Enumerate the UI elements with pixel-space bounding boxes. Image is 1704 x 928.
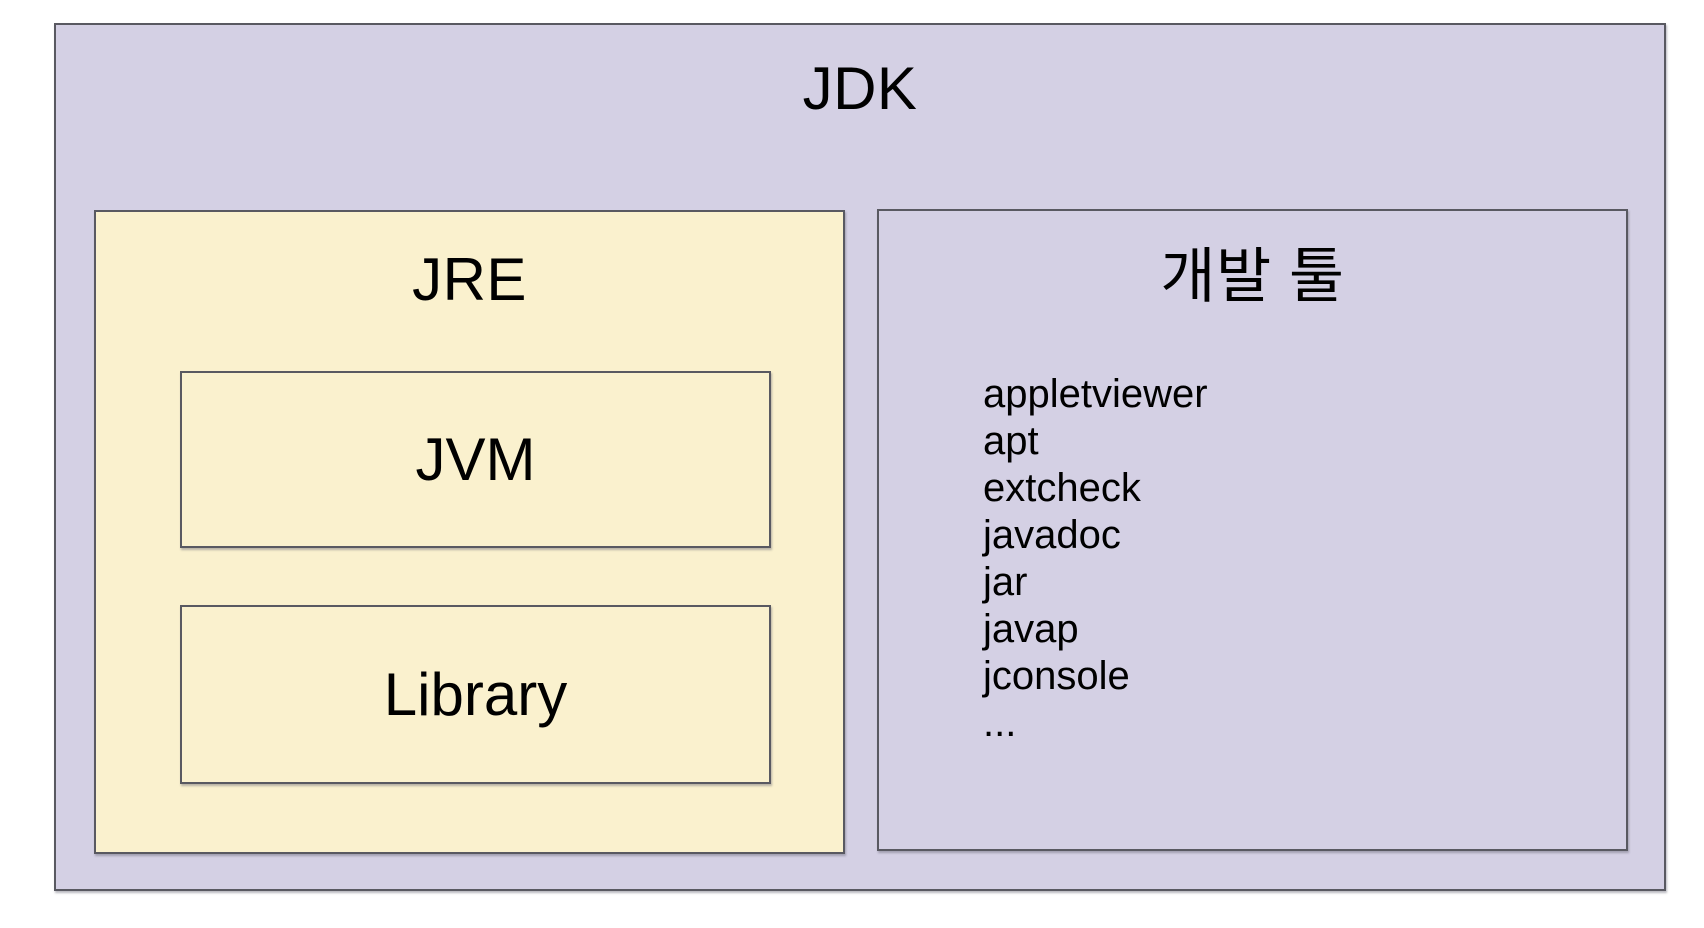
devtools-title: 개발 툴 — [1160, 243, 1345, 310]
jre-title: JRE — [412, 246, 527, 313]
jre-box: JRE JVM Library — [94, 210, 845, 854]
devtools-list-item: ... — [983, 701, 1017, 745]
jvm-label: JVM — [415, 426, 536, 493]
devtools-list-item: javadoc — [983, 513, 1121, 557]
devtools-list-item: appletviewer — [983, 372, 1208, 416]
jdk-box: JDK JRE JVM Library 개발 툴 appletviewer ap… — [54, 23, 1666, 891]
jvm-box: JVM — [180, 371, 771, 548]
devtools-box: 개발 툴 appletviewer apt extcheck javadoc j… — [877, 209, 1628, 851]
devtools-list-item: extcheck — [983, 466, 1141, 510]
devtools-list-item: jar — [983, 560, 1028, 604]
devtools-list: appletviewer apt extcheck javadoc jar ja… — [983, 371, 1208, 747]
library-box: Library — [180, 605, 771, 784]
library-label: Library — [383, 661, 568, 728]
devtools-list-item: apt — [983, 419, 1039, 463]
jdk-title: JDK — [802, 55, 918, 122]
devtools-list-item: javap — [983, 607, 1079, 651]
devtools-list-item: jconsole — [983, 654, 1130, 698]
